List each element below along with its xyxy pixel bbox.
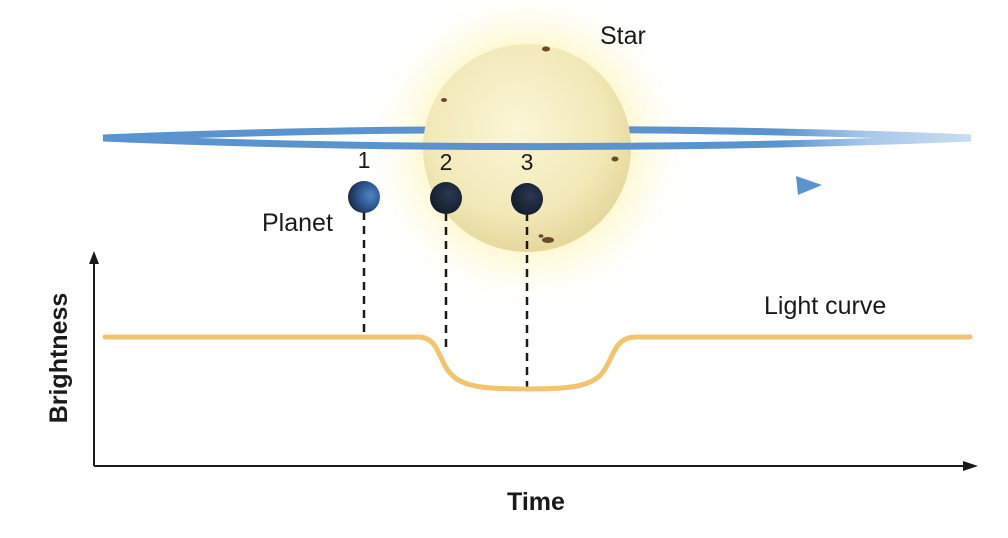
y-axis-label: Brightness xyxy=(45,293,73,424)
axes xyxy=(93,263,965,467)
planet-position-2 xyxy=(430,182,462,214)
planet-label: Planet xyxy=(262,209,333,237)
y-axis-arrowhead xyxy=(89,251,99,264)
transit-connectors xyxy=(362,212,529,390)
orbit-direction-arrow xyxy=(796,176,822,195)
x-axis-arrowhead xyxy=(963,461,978,471)
sunspots xyxy=(441,46,619,243)
light-curve xyxy=(102,334,973,392)
position-number-3: 3 xyxy=(521,149,534,175)
planet-position-1 xyxy=(348,181,380,213)
position-number-2: 2 xyxy=(440,149,453,175)
x-axis-label: Time xyxy=(507,488,565,516)
orbit-front xyxy=(102,134,972,151)
planet-position-3 xyxy=(511,183,543,215)
position-number-1: 1 xyxy=(358,147,371,173)
light-curve-label: Light curve xyxy=(764,292,886,320)
star-label: Star xyxy=(600,22,646,50)
